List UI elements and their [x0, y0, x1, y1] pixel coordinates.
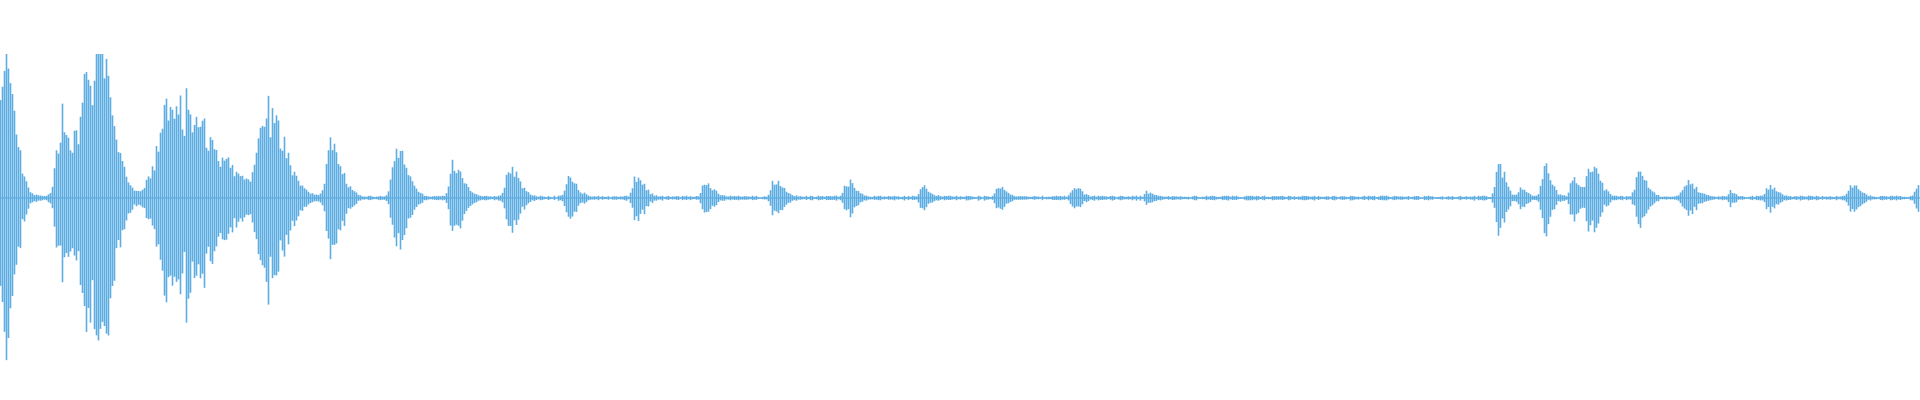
waveform-bars [0, 54, 1920, 361]
waveform-path [0, 54, 1920, 361]
